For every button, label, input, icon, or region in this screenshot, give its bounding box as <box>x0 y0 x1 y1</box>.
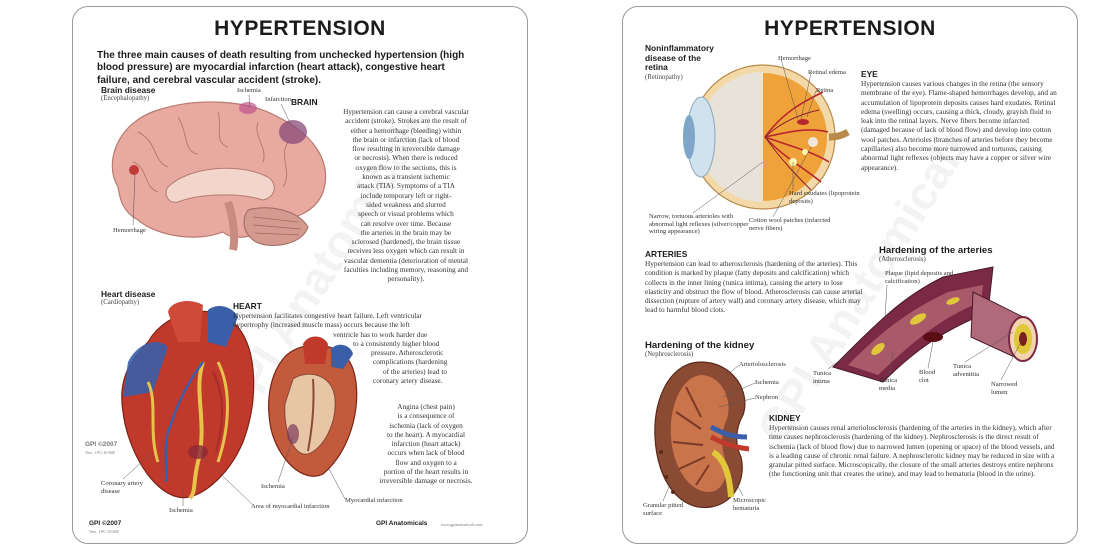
eye-heading: EYE <box>861 69 878 79</box>
footer-url: www.gpianatomicals.com <box>441 522 483 527</box>
label-narrow-arterioles: Narrow, tortuous arterioles with abnorma… <box>649 213 749 236</box>
heart-illustration <box>121 301 255 500</box>
label-retinal-edema: Retinal edema <box>808 69 846 76</box>
label-nephron: Nephron <box>755 394 779 401</box>
label-kidney-ischemia: Ischemia <box>755 379 779 386</box>
label-eye-hemorrhage: Hemorrhage <box>778 55 811 62</box>
footer-version: Vers. 1 PC-16-848 <box>89 529 119 534</box>
brain-disease-title: Brain disease <box>101 85 156 95</box>
label-plaque: Plaque (lipid deposits and calcification… <box>885 270 954 285</box>
footer-brand: GPI Anatomicals <box>376 520 428 527</box>
intro-text: The three main causes of death resulting… <box>97 50 465 86</box>
brain-illustration <box>111 101 327 251</box>
label-coronary-artery-disease: Coronary artery disease <box>101 480 143 495</box>
label-myocardial-infarction: Myocardial infarction <box>345 497 403 504</box>
label-tunica-intima: Tunica intima <box>813 370 832 385</box>
label-cotton-wool: Cotton wool patches (infarcted nerve fib… <box>749 217 831 232</box>
heart-heading: HEART <box>233 301 262 311</box>
poster-title: HYPERTENSION <box>764 17 936 40</box>
eye-leader-lines <box>692 58 817 218</box>
label-brain-ischemia: Ischemia <box>237 87 261 94</box>
label-area-of-infarction: Area of myocardial infarction <box>251 503 330 510</box>
label-brain-hemorrhage: Hemorrhage <box>113 227 146 234</box>
left-poster-card: GPI Anatomicals HYPERTENSION The three m… <box>72 6 528 544</box>
hardening-subtitle: (Atherosclerosis) <box>879 256 926 263</box>
kidney-leader-lines <box>662 364 756 502</box>
label-tunica-media: Tunica media <box>879 377 898 392</box>
retina-title: Noninflammatory disease of the retina <box>645 43 714 72</box>
brain-disease-subtitle: (Encephalopathy) <box>101 95 150 102</box>
heart-disease-subtitle: (Cardiopathy) <box>101 299 140 306</box>
footer-copyright: GPI ©2007 <box>89 520 122 527</box>
label-arteriolosclerosis: Arteriolosclerosis <box>739 361 786 368</box>
retina-subtitle: (Retinopathy) <box>645 74 683 81</box>
label-brain-infarction: Infarction <box>265 96 291 103</box>
eye-illustration <box>683 64 850 210</box>
label-heart-ischemia: Ischemia <box>169 507 193 514</box>
heart-leader-lines <box>122 436 346 506</box>
label-narrowed-lumen: Narrowed lumen <box>991 381 1018 396</box>
kidney-title: Hardening of the kidney <box>645 340 755 351</box>
label-granular-surface: Granular pitted surface <box>643 502 684 517</box>
eye-text: Hypertension causes various changes in t… <box>861 79 1057 172</box>
label-microscopic-hematuria: Microscopic hematuria <box>733 497 766 512</box>
kidney-text: Hypertension causes renal arterioloscler… <box>769 423 1055 479</box>
arteries-heading: ARTERIES <box>645 249 688 259</box>
heart-disease-title: Heart disease <box>101 289 156 299</box>
artery-leader-lines <box>827 284 1022 381</box>
gpi-copyright-mid: GPI ©2007 <box>85 441 118 448</box>
artery-illustration <box>832 266 1038 383</box>
brain-leader-lines <box>132 94 292 226</box>
hardening-title: Hardening of the arteries <box>879 245 993 256</box>
kidney-heading: KIDNEY <box>769 413 801 423</box>
poster-title: HYPERTENSION <box>214 17 386 40</box>
kidney-illustration <box>654 361 750 509</box>
label-blood-clot: Blood clot <box>919 369 936 384</box>
right-poster-card: GPI Anatomicals HYPERTENSION Noninflamma… <box>622 6 1078 544</box>
label-retina: Retina <box>816 87 834 94</box>
heart-text: Hypertension facilitates congestive hear… <box>233 311 448 386</box>
brain-heading: BRAIN <box>291 97 318 107</box>
label-hard-exudates: Hard exudates (lipoprotein deposits) <box>789 190 860 205</box>
gpi-version-mid: Vers. 1 PC-16-848 <box>85 450 115 455</box>
label-section-ischemia: Ischemia <box>261 483 285 490</box>
brain-text: Hypertension can cause a cerebral vascul… <box>343 107 469 284</box>
label-tunica-adventitia: Tunica adventitia <box>953 363 979 378</box>
arteries-text: Hypertension can lead to atherosclerosis… <box>645 259 863 315</box>
kidney-subtitle: (Nephrosclerosis) <box>645 351 694 358</box>
